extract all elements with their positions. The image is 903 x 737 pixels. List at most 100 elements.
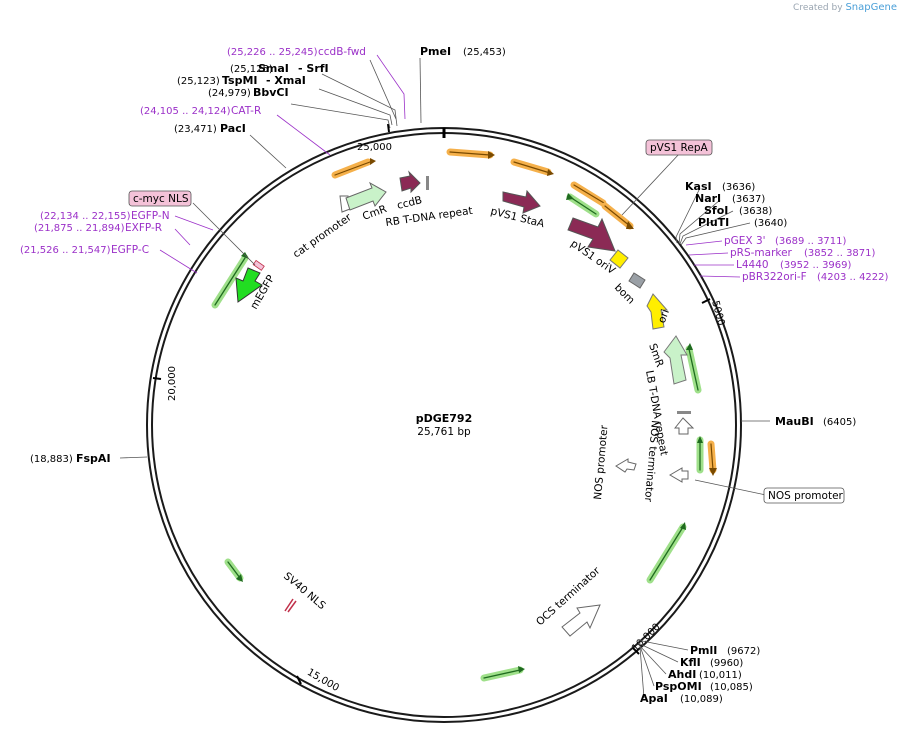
primer-l4440-range: (3952 .. 3969) — [780, 260, 852, 271]
tick-label-25000: 25,000 — [357, 142, 392, 153]
primer-ccdb-fwd: ccdB-fwd — [318, 46, 366, 58]
enzyme-kasi: KasI — [685, 180, 712, 193]
enzyme-pspomi-pos: (10,085) — [710, 682, 753, 693]
enzyme-smai: SmaI — [258, 62, 289, 75]
primer-cat-r: CAT-R — [231, 105, 261, 117]
cmyc-nls-mark — [252, 259, 265, 271]
enzyme-fspai-pos: (18,883) — [30, 454, 73, 465]
enzyme-pmei: PmeI — [420, 45, 451, 58]
primer-pbr322ori-f-range: (4203 .. 4222) — [817, 272, 889, 283]
ocs-terminator-arrow — [561, 604, 601, 637]
feature-glyphs — [235, 170, 695, 637]
primer-prs-marker: pRS-marker — [730, 247, 793, 259]
label-nos-promoter-inner: NOS promoter — [592, 424, 611, 500]
cmyc-nls-box — [128, 190, 192, 207]
enzyme-pspomi: PspOMI — [655, 680, 702, 693]
nos-terminator-right — [673, 417, 695, 435]
tick-label-10000: 10,000 — [630, 622, 663, 655]
enzyme-kfli: KflI — [680, 656, 701, 669]
plasmid-length: 25,761 bp — [417, 426, 471, 438]
primer-l4440: L4440 — [736, 259, 769, 271]
label-ori: ori — [656, 308, 672, 325]
label-ccdb: ccdB — [396, 194, 424, 212]
nos-promoter-inner-arrow — [615, 458, 637, 473]
enzyme-paci: PacI — [220, 122, 246, 135]
enzyme-smai-pos: (25,125) — [230, 64, 273, 75]
credit-prefix: Created by — [793, 3, 843, 13]
leader-lines — [119, 54, 770, 699]
nos-promoter-right-arrow — [669, 467, 689, 483]
enzyme-pmli: PmlI — [690, 644, 717, 657]
enzyme-nari: NarI — [695, 192, 721, 205]
ccdb-arrow — [399, 170, 421, 194]
enzyme-bbvci-pos: (24,979) — [208, 88, 251, 99]
boxed-feature-labels: c-myc NLS pVS1 RepA NOS promoter — [128, 139, 845, 504]
primer-prs-marker-range: (3852 .. 3871) — [804, 248, 876, 259]
primer-exfp-r-range: (21,875 .. 21,894) — [34, 223, 125, 234]
rb-tdna-mark — [426, 176, 429, 190]
enzyme-maubi: MauBI — [775, 415, 814, 428]
enzyme-apai-pos: (10,089) — [680, 694, 723, 705]
primer-egfp-n-range: (22,134 .. 22,155) — [40, 211, 131, 222]
primer-pgex3: pGEX 3' — [724, 235, 766, 247]
sv40-nls-mark — [284, 598, 294, 612]
enzyme-pmli-pos: (9672) — [727, 646, 760, 657]
pvs1-oriv-box — [609, 249, 629, 269]
label-bom: bom — [612, 282, 637, 307]
pvs1-repa-arrow — [567, 217, 616, 252]
enzyme-apai: ApaI — [640, 692, 668, 705]
pvs1-repa-box — [645, 139, 713, 156]
tick-marks — [152, 123, 711, 685]
enzyme-ahdi: AhdI — [668, 668, 696, 681]
bom-box — [628, 272, 646, 289]
megfp-arrow — [235, 267, 263, 303]
green-feature-arcs — [211, 193, 704, 682]
tick-label-5000: 5000 — [709, 300, 726, 327]
primer-pbr322ori-f: pBR322ori-F — [742, 271, 807, 283]
label-pvs1-staa: pVS1 StaA — [489, 205, 546, 230]
label-nos-promoter-box: NOS promoter — [768, 490, 844, 502]
orange-feature-arcs — [331, 148, 717, 476]
enzyme-kasi-pos: (3636) — [722, 182, 755, 193]
enzyme-paci-pos: (23,471) — [174, 124, 217, 135]
primer-cat-r-range: (24,105 .. 24,124) — [140, 106, 231, 117]
enzyme-labels: PmeI (25,453) (25,125) SmaI - SrfI (25,1… — [30, 45, 856, 705]
enzyme-tspmi: TspMI — [222, 74, 258, 87]
primer-egfp-c: EGFP-C — [111, 244, 149, 256]
snapgene-logo: SnapGene — [845, 2, 897, 13]
primer-ccdb-fwd-range: (25,226 .. 25,245) — [227, 47, 318, 58]
enzyme-kfli-pos: (9960) — [710, 658, 743, 669]
label-cat-promoter: cat promoter — [291, 211, 354, 260]
primer-exfp-r: EXFP-R — [125, 222, 162, 234]
smr-arrow — [663, 335, 688, 385]
enzyme-xmai-name: XmaI — [274, 74, 305, 87]
enzyme-pluti: PluTI — [698, 216, 729, 229]
label-nos-terminator: NOS terminator — [642, 420, 661, 503]
enzyme-nari-pos: (3637) — [732, 194, 765, 205]
nos-promoter-box — [763, 487, 845, 504]
plasmid-name: pDGE792 — [416, 412, 473, 425]
label-smr: SmR — [646, 342, 666, 369]
label-pvs1-repa: pVS1 RepA — [650, 142, 708, 154]
enzyme-sfoi-pos: (3638) — [739, 206, 772, 217]
tick-label-20000: 20,000 — [167, 366, 178, 401]
enzyme-srfi-name: SrfI — [306, 62, 328, 75]
enzyme-fspai: FspAI — [76, 452, 111, 465]
cmr-arrow — [345, 181, 387, 211]
enzyme-pmei-pos: (25,453) — [463, 47, 506, 58]
enzyme-xmai: - XmaI — [266, 74, 306, 87]
enzyme-sfoi: SfoI — [704, 204, 728, 217]
label-cmyc-nls: c-myc NLS — [133, 193, 189, 205]
enzyme-srfi: - SrfI — [298, 62, 329, 75]
pvs1-staa-arrow — [502, 189, 541, 214]
primer-pgex3-range: (3689 .. 3711) — [775, 236, 847, 247]
enzyme-tspmi-pos: (25,123) — [177, 76, 220, 87]
ori-arrow — [646, 293, 669, 330]
primer-egfp-n: EGFP-N — [131, 210, 170, 222]
lb-tdna-mark — [677, 411, 691, 414]
enzyme-bbvci: BbvCI — [253, 86, 289, 99]
snapgene-credit: Created by SnapGene — [793, 2, 897, 13]
enzyme-ahdi-pos: (10,011) — [699, 670, 742, 681]
enzyme-maubi-pos: (6405) — [823, 417, 856, 428]
